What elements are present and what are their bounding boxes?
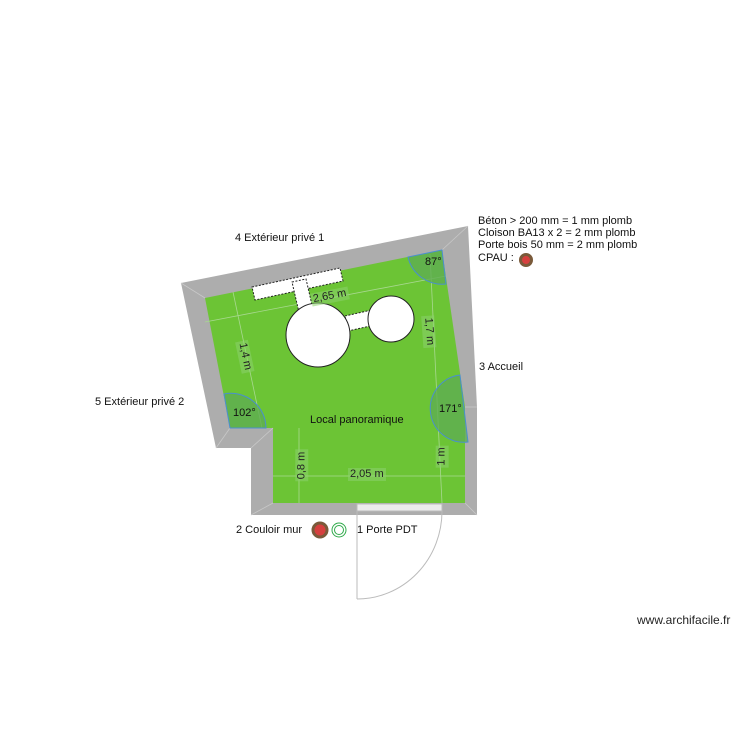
dimension-bottom: 2,05 m — [348, 468, 386, 481]
legend-line-cloison: Cloison BA13 x 2 = 2 mm plomb — [478, 227, 636, 239]
legend-cpau-label: CPAU : — [478, 251, 514, 264]
cpau-marker[interactable] — [311, 521, 329, 539]
furniture-round-table-large — [285, 302, 351, 368]
legend-line-porte: Porte bois 50 mm = 2 mm plomb — [478, 239, 638, 251]
wall-corner-lines — [180, 225, 478, 516]
legend-line-beton: Béton > 200 mm = 1 mm plomb — [478, 215, 633, 227]
dimension-right-lower: 1 m — [435, 445, 449, 468]
angle-right: 171° — [439, 403, 462, 415]
cpau-legend-icon — [518, 253, 533, 267]
legend: Béton > 200 mm = 1 mm plomb Cloison BA13… — [478, 215, 638, 267]
dimension-left-lower: 0,8 m — [295, 449, 309, 482]
wall-label-5[interactable]: 5 Extérieur privé 2 — [95, 396, 185, 408]
wall-label-4[interactable]: 4 Extérieur privé 1 — [235, 232, 325, 244]
furniture-round-table-small — [367, 295, 415, 343]
angle-left: 102° — [233, 407, 256, 419]
opening-marker[interactable] — [331, 522, 347, 538]
wall-label-3[interactable]: 3 Accueil — [479, 361, 524, 373]
watermark: www.archifacile.fr — [637, 613, 731, 627]
room-name: Local panoramique — [310, 414, 404, 426]
angle-wedge-top-right — [407, 249, 447, 285]
angle-wedge-right — [429, 374, 469, 443]
dimension-right-upper: 1,7 m — [421, 315, 437, 348]
legend-line-cpau: CPAU : — [478, 251, 637, 267]
door — [356, 503, 443, 600]
angle-top-right: 87° — [425, 256, 442, 268]
angle-wedge-left — [223, 392, 267, 429]
wall-label-1[interactable]: 1 Porte PDT — [357, 524, 418, 536]
wall-label-2[interactable]: 2 Couloir mur — [236, 524, 303, 536]
